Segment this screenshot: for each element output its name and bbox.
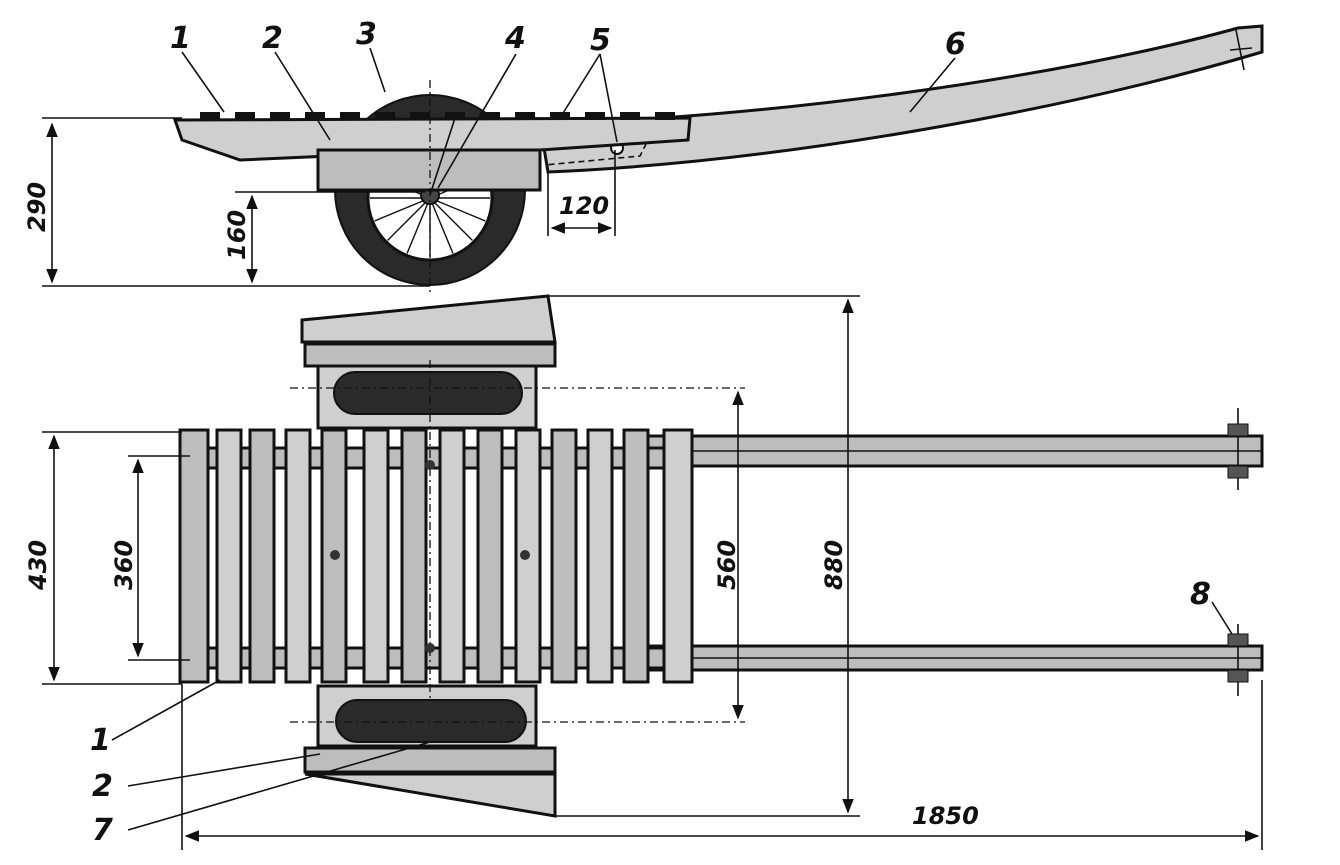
slat-top xyxy=(515,112,535,120)
deck-slat xyxy=(550,428,578,684)
slat-top xyxy=(340,112,360,120)
dim-430-label: 430 xyxy=(24,540,52,591)
slat-top xyxy=(200,112,220,120)
deck-slats xyxy=(178,428,694,684)
callout-7: 7 xyxy=(92,813,113,848)
upper-fender xyxy=(300,294,557,344)
dim-560-label: 560 xyxy=(713,540,741,590)
wheel-spoke xyxy=(429,197,473,241)
drawbar-end-bolt xyxy=(1229,29,1253,71)
slat-top xyxy=(585,112,605,120)
deck-slat xyxy=(362,428,390,684)
deck-slat xyxy=(248,428,276,684)
deck-slat xyxy=(662,428,694,684)
slat-top xyxy=(480,112,500,120)
callout-8: 8 xyxy=(1190,577,1211,612)
dim-160-label: 160 xyxy=(223,210,251,260)
dim-360-label: 360 xyxy=(110,540,138,590)
deck-slat xyxy=(438,428,466,684)
lower-fender xyxy=(304,772,557,818)
frame-bolts xyxy=(330,460,530,653)
callout-1-bottom: 1 xyxy=(90,723,111,758)
callout-2-bottom: 2 xyxy=(92,769,113,804)
wheel-spoke xyxy=(429,197,454,254)
callout-5: 5 xyxy=(590,23,611,58)
callout-2-top: 2 xyxy=(262,21,283,56)
callout-4: 4 xyxy=(504,21,526,56)
deck-slat xyxy=(586,428,614,684)
deck-slat xyxy=(476,428,504,684)
lower-wheel-tire xyxy=(335,699,527,743)
slat-top xyxy=(550,112,570,120)
wheel-spoke xyxy=(387,197,431,241)
drawbar-shaft xyxy=(538,24,1264,174)
wheel-spoke xyxy=(429,197,486,222)
deck-slat xyxy=(284,428,312,684)
slat-top xyxy=(235,112,255,120)
slat-top xyxy=(655,112,675,120)
wheel-spoke xyxy=(406,197,431,254)
slat-top xyxy=(270,112,290,120)
top-view: 430 360 560 880 1850 1 2 7 8 xyxy=(24,294,1264,850)
callout-3: 3 xyxy=(356,17,377,52)
callout-1-top: 1 xyxy=(170,21,191,56)
side-view: 290 160 120 1 2 3 4 5 6 xyxy=(23,17,1264,292)
axle-leader xyxy=(429,117,456,196)
callout-6: 6 xyxy=(945,27,966,62)
wheel-spoke xyxy=(374,197,431,222)
shaft-end-bolt-upper xyxy=(1227,408,1249,490)
deck-slat xyxy=(215,428,243,684)
slat-top xyxy=(375,112,395,120)
dim-1850-label: 1850 xyxy=(912,802,979,830)
dim-120-label: 120 xyxy=(559,192,609,220)
deck-slat xyxy=(178,428,210,684)
side-frame-body xyxy=(316,148,542,192)
upper-wheel-tire xyxy=(333,371,523,415)
slat-top xyxy=(620,112,640,120)
deck-slat xyxy=(400,428,428,684)
dim-880-label: 880 xyxy=(820,540,848,590)
dim-290-label: 290 xyxy=(23,182,51,232)
lower-fender-base xyxy=(303,746,557,774)
deck-slat xyxy=(622,428,650,684)
slat-top xyxy=(410,112,430,120)
slat-top xyxy=(445,112,465,120)
shaft-end-bolt-lower xyxy=(1227,624,1249,696)
